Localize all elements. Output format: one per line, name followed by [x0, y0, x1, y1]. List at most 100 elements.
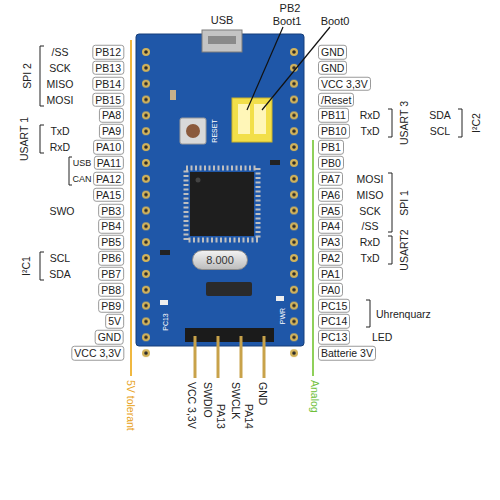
pin-label: PB11 [318, 108, 349, 123]
pin-label: PB15 [92, 92, 124, 107]
pin-label: PB13 [92, 61, 124, 76]
swd-header [185, 328, 274, 342]
pin-label: PB10 [318, 124, 350, 139]
signal-name: MISO [357, 189, 384, 200]
pin-label: PB9 [98, 298, 124, 313]
pin-label: PA7 [318, 172, 343, 187]
pin-label: PA15 [93, 187, 124, 202]
header-pin [217, 336, 220, 378]
pin-label: PA10 [93, 140, 124, 155]
button-cap [186, 124, 200, 138]
crystal-frequency: 8.000 [206, 254, 234, 266]
signal-name: MOSI [47, 94, 74, 105]
analog-line [312, 140, 314, 376]
signal-name: RxD [360, 237, 380, 248]
signal-name: TxD [50, 126, 69, 137]
group-bracket [40, 252, 44, 280]
pin-label: PA1 [318, 267, 343, 282]
pin-label: PA3 [318, 235, 343, 250]
pin-label: PB3 [98, 203, 124, 218]
pcb-board [136, 34, 304, 346]
zone-note: Analog [310, 380, 321, 413]
pin-label: PA5 [318, 203, 343, 218]
signal-name: Uhrenquarz [376, 308, 431, 319]
pin-label: /Reset [318, 92, 354, 107]
header-pin [263, 336, 266, 378]
pin-header [141, 44, 151, 361]
pin-label: PA12 [93, 172, 124, 187]
led [160, 300, 168, 305]
bus-name: USART2 [399, 230, 410, 271]
bus-name: SPI 2 [22, 63, 33, 89]
pin-label: PC13 [318, 330, 350, 345]
leader-line [247, 27, 283, 110]
signal-name: SWDIO [203, 382, 214, 418]
pin-label: PB7 [98, 267, 124, 282]
pin-label: PB4 [98, 219, 124, 234]
pin-header [289, 44, 299, 361]
usb-connector [202, 30, 242, 52]
led [276, 296, 284, 301]
pin-name: PB2 [280, 3, 301, 14]
signal-name: MOSI [357, 174, 384, 185]
resistor [270, 160, 280, 165]
bus-name: CAN [72, 174, 91, 183]
jumper-name: Boot0 [321, 16, 350, 27]
group-bracket [40, 46, 44, 106]
reset-button [180, 118, 206, 144]
pin-label: PB6 [98, 251, 124, 266]
bus-name: SPI 1 [399, 190, 410, 216]
signal-name: SDA [429, 110, 451, 121]
bus-name: I²C2 [471, 113, 482, 133]
pin-label: GND [318, 45, 347, 60]
tolerant-line [130, 40, 132, 376]
crystal: 8.000 [192, 250, 248, 270]
signal-name: LED [372, 332, 392, 343]
chip-pins [186, 168, 258, 240]
signal-name: TxD [360, 126, 379, 137]
jumper-name: Boot1 [273, 16, 302, 27]
bus-name: I²C1 [21, 256, 32, 276]
group-bracket [388, 236, 392, 264]
signal-name: SWCLK [231, 382, 242, 419]
pin-label: VCC 3,3V [318, 76, 371, 91]
jumper-cap [254, 104, 266, 134]
pin-label: PC15 [318, 298, 350, 313]
pin-label: PB14 [92, 76, 124, 91]
clock-crystal [206, 282, 252, 296]
signal-name: /SS [52, 47, 69, 58]
group-bracket [366, 300, 370, 327]
bus-name: USB [73, 158, 92, 167]
signal-name: SCK [359, 205, 381, 216]
pin-label: PB5 [98, 235, 124, 250]
usb-opening [208, 36, 236, 44]
capacitor [170, 90, 176, 100]
pin-label: PA9 [99, 124, 124, 139]
pin-label: PA2 [318, 251, 343, 266]
pin-label: PA8 [99, 108, 124, 123]
silkscreen-text: RESET [211, 119, 218, 142]
pin-label: PB8 [98, 283, 124, 298]
pin-label: PA4 [318, 219, 343, 234]
signal-name: MISO [47, 78, 74, 89]
pin-label: PC14 [318, 314, 350, 329]
group-bracket [40, 125, 44, 153]
pin-label: PB0 [318, 156, 344, 171]
signal-name: SCL [430, 126, 450, 137]
pin-label: PA13 [216, 404, 227, 429]
signal-name: /SS [362, 221, 379, 232]
pin-label: PA0 [318, 283, 343, 298]
signal-name: RxD [360, 110, 380, 121]
signal-name: SCK [49, 63, 71, 74]
signal-name: TxD [360, 253, 379, 264]
pin-label: GND [95, 330, 124, 345]
bus-name: USART 1 [19, 117, 30, 161]
pin-label: 5V [105, 314, 124, 329]
zone-note: 5V tolerant [126, 380, 137, 431]
pin-label: GND [318, 61, 347, 76]
group-bracket [388, 109, 392, 137]
group-bracket [458, 109, 462, 137]
pin-label: VCC 3,3V [187, 382, 198, 429]
signal-name: SDA [49, 269, 71, 280]
